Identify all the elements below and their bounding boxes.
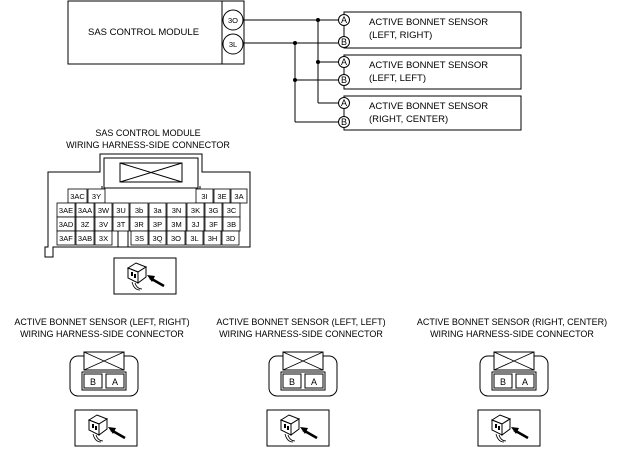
connector-pin-label: 3T [117, 220, 126, 229]
connector-pin-cell [112, 216, 130, 232]
sensor-connector-left-right: ACTIVE BONNET SENSOR (LEFT, RIGHT) WIRIN… [14, 317, 190, 448]
sensor-connector-3-plug-icon [476, 408, 542, 448]
sensor-1-pin-b: B [341, 37, 347, 47]
sensor-connector-2-title-2: WIRING HARNESS-SIDE CONNECTOR [219, 329, 383, 339]
connector-pin-label: 3F [209, 220, 218, 229]
sensor-connector-3-title-2: WIRING HARNESS-SIDE CONNECTOR [430, 329, 594, 339]
sensor-1-name: ACTIVE BONNET SENSOR [369, 17, 488, 28]
sensor-2-pin-a: A [341, 57, 347, 67]
module-pin-3o: 3O [228, 16, 238, 25]
sensor-2-name: ACTIVE BONNET SENSOR [369, 60, 488, 71]
connector-pin-label: 3C [227, 206, 237, 215]
module-connector-plug-view-icon [112, 256, 178, 296]
connector-pin-label: 3X [99, 234, 108, 243]
connector-pin-label: 3AD [59, 220, 74, 229]
sensor-3-name: ACTIVE BONNET SENSOR [369, 101, 488, 112]
module-connector-face: 3AC 3Y 3I 3E 3A 3AE 3AA 3W 3U 3b 3a 3N 3K 3G 3C 3AD 3Z 3V… [44, 153, 251, 258]
sensor-connector-2-title-1: ACTIVE BONNET SENSOR (LEFT, LEFT) [216, 317, 385, 327]
connector-pin-label: 3G [208, 206, 218, 215]
sensor-3-position: (RIGHT, CENTER) [369, 114, 448, 125]
sensor-connector-2-pin-a: A [311, 377, 317, 387]
connector-pin-cell [195, 188, 214, 204]
sensor-connector-1-pin-b: B [90, 377, 96, 387]
connector-pin-cell [185, 230, 204, 246]
connector-pin-label: 3O [171, 234, 181, 243]
connector-pin-cell [166, 230, 186, 246]
sensor-connector-1-pin-a: A [112, 377, 118, 387]
connector-pin-label: 3N [172, 206, 182, 215]
connector-pin-cell [94, 230, 113, 246]
splice-points [293, 18, 320, 82]
connector-pin-label: 3J [192, 220, 200, 229]
connector-pin-cell [221, 230, 240, 246]
sensor-2-pin-b: B [341, 75, 347, 85]
connector-pin-label: 3a [153, 206, 162, 215]
sensor-connector-1-title-1: ACTIVE BONNET SENSOR (LEFT, RIGHT) [14, 317, 189, 327]
connector-pin-label: 3Z [81, 220, 90, 229]
module-connector-title-1: SAS CONTROL MODULE [95, 128, 200, 138]
harness-wires [243, 19, 338, 123]
module-connector-pins: 3AC 3Y 3I 3E 3A 3AE 3AA 3W 3U 3b 3a 3N 3K 3G 3C 3AD 3Z 3V… [56, 188, 248, 246]
connector-pin-label: 3Q [152, 234, 162, 243]
connector-pin-label: 3AC [70, 192, 85, 201]
connector-pin-cell [75, 230, 95, 246]
connector-pin-label: 3E [217, 192, 226, 201]
connector-pin-label: 3H [208, 234, 218, 243]
sensor-2-position: (LEFT, LEFT) [369, 73, 426, 84]
sensor-connector-3-pin-b: B [500, 377, 506, 387]
connector-pin-label: 3K [191, 206, 200, 215]
sensor-1-pin-a: A [341, 15, 347, 25]
sensor-1-position: (LEFT, RIGHT) [369, 30, 432, 41]
sensor-3-pin-a: A [341, 98, 347, 108]
connector-pin-label: 3R [134, 220, 144, 229]
connector-pin-label: 3M [171, 220, 181, 229]
connector-pin-cell [203, 230, 222, 246]
connector-pin-label: 3AA [78, 206, 92, 215]
sensor-connector-2-pin-b: B [289, 377, 295, 387]
connector-pin-label: 3I [201, 192, 207, 201]
connector-pin-cell [148, 230, 167, 246]
connector-pin-label: 3A [234, 192, 243, 201]
connector-pin-label: 3U [116, 206, 126, 215]
module-pin-3l: 3L [229, 40, 237, 49]
sensor-connector-2-plug-icon [265, 408, 331, 448]
connector-pin-cell [130, 230, 149, 246]
module-pin-3l-circle [222, 33, 244, 55]
sensor-connector-right-center: ACTIVE BONNET SENSOR (RIGHT, CENTER) WIR… [417, 317, 607, 448]
connector-pin-label: 3B [227, 220, 236, 229]
connector-pin-label: 3AF [59, 234, 73, 243]
sensor-box-right-center: ACTIVE BONNET SENSOR (RIGHT, CENTER) A B [338, 95, 522, 131]
connector-pin-label: 3D [226, 234, 236, 243]
sensor-connector-3-pin-a: A [522, 377, 528, 387]
connector-pin-label: 3S [135, 234, 144, 243]
connector-pin-label: 3b [135, 206, 143, 215]
sensor-connector-1-plug-icon [73, 408, 139, 448]
sas-control-module-box: SAS CONTROL MODULE 3O 3L [67, 0, 245, 65]
sensor-box-left-left: ACTIVE BONNET SENSOR (LEFT, LEFT) A B [338, 54, 522, 90]
connector-pin-label: 3AE [59, 206, 73, 215]
sas-module-title: SAS CONTROL MODULE [88, 27, 199, 38]
connector-pin-label: 3P [153, 220, 162, 229]
module-connector-title-2: WIRING HARNESS-SIDE CONNECTOR [66, 140, 230, 150]
connector-pin-label: 3V [99, 220, 108, 229]
connector-pin-label: 3AB [78, 234, 92, 243]
connector-pin-cell [56, 230, 76, 246]
sensor-connector-1-title-2: WIRING HARNESS-SIDE CONNECTOR [20, 329, 184, 339]
sensor-3-pin-b: B [341, 117, 347, 127]
connector-pin-label: 3W [98, 206, 110, 215]
connector-pin-label: 3Y [92, 192, 101, 201]
connector-pin-label: 3L [190, 234, 198, 243]
sensor-connector-left-left: ACTIVE BONNET SENSOR (LEFT, LEFT) WIRING… [216, 317, 386, 448]
sensor-box-left-right: ACTIVE BONNET SENSOR (LEFT, RIGHT) A B [338, 11, 522, 49]
sensor-connector-3-title-1: ACTIVE BONNET SENSOR (RIGHT, CENTER) [417, 317, 607, 327]
